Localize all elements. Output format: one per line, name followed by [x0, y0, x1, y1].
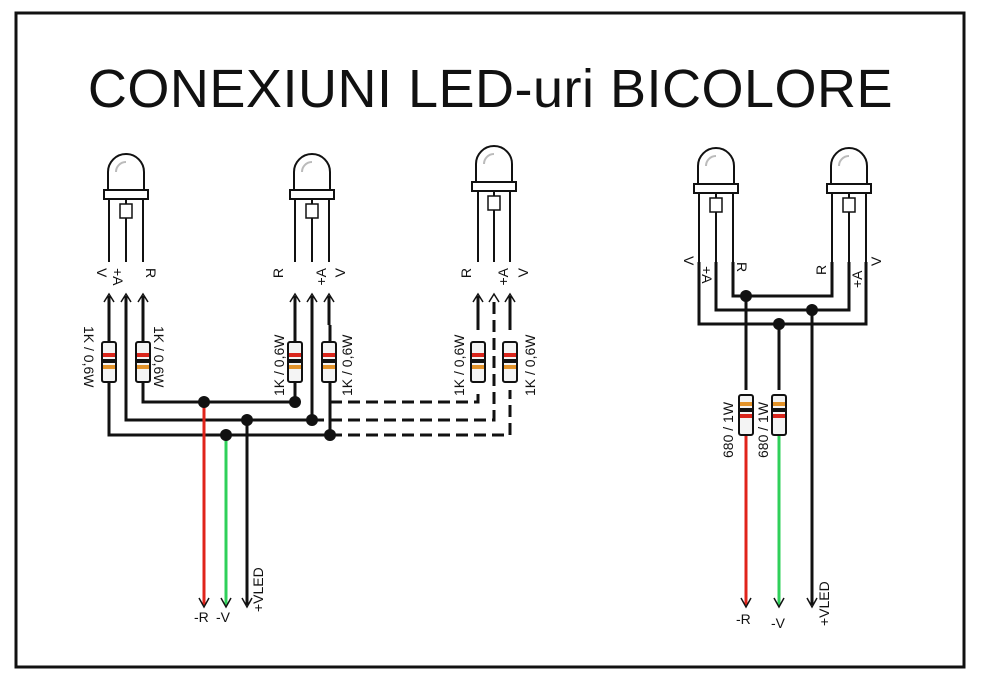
resistor-8-label: 680 / 1W	[755, 401, 771, 458]
resistor-5	[470, 341, 486, 383]
led-3	[471, 145, 517, 262]
led-4	[693, 147, 739, 262]
led-3-pin-r: R	[458, 268, 474, 278]
resistor-6	[502, 341, 518, 383]
led-2-pin-a: +A	[313, 267, 329, 285]
left-output-vled: +VLED	[250, 567, 266, 612]
right-output-v: -V	[771, 615, 786, 631]
led-1-pin-v: V	[94, 268, 110, 278]
resistor-7-label: 680 / 1W	[720, 401, 736, 458]
led-2-pin-r: R	[270, 268, 286, 278]
resistor-1	[101, 341, 117, 383]
resistor-4	[321, 341, 337, 383]
resistor-3-label: 1K / 0,6W	[271, 334, 287, 396]
led-5	[826, 147, 872, 262]
led-1-pin-a: +A	[110, 268, 126, 286]
resistor-5-label: 1K / 0,6W	[451, 334, 467, 396]
led-5-pin-a: +A	[849, 270, 865, 288]
left-output-v: -V	[216, 609, 231, 625]
led-2	[289, 153, 335, 262]
resistor-1-label: 1K / 0,6W	[81, 326, 97, 388]
resistor-2	[135, 341, 151, 383]
right-output-vled: +VLED	[816, 581, 832, 626]
right-junctions	[740, 290, 818, 330]
resistor-3	[287, 341, 303, 383]
led-5-pin-v: V	[868, 256, 884, 266]
resistor-6-label: 1K / 0,6W	[522, 334, 538, 396]
left-junctions	[198, 396, 336, 441]
diagram-title: CONEXIUNI LED-uri BICOLORE	[87, 59, 894, 119]
led-1	[103, 153, 149, 262]
resistor-8	[771, 394, 787, 436]
led-4-pin-a: +A	[699, 266, 715, 284]
connector-arrows	[103, 292, 516, 303]
left-wiring-dashed	[312, 296, 512, 437]
led-3-pin-v: V	[515, 267, 531, 277]
led-5-pin-r: R	[813, 265, 829, 275]
led-4-pin-r: R	[734, 262, 750, 272]
left-output-r: -R	[194, 609, 209, 625]
right-output-r: -R	[736, 611, 751, 627]
resistor-2-label: 1K / 0,6W	[151, 326, 167, 388]
led-4-pin-v: V	[681, 256, 697, 266]
led-3-pin-a: +A	[495, 267, 511, 285]
right-wiring	[697, 262, 868, 605]
frame-border	[14, 11, 966, 669]
led-1-pin-r: R	[143, 268, 159, 278]
resistor-7	[738, 394, 754, 436]
led-2-pin-v: V	[332, 267, 348, 277]
resistor-4-label: 1K / 0,6W	[339, 334, 355, 396]
